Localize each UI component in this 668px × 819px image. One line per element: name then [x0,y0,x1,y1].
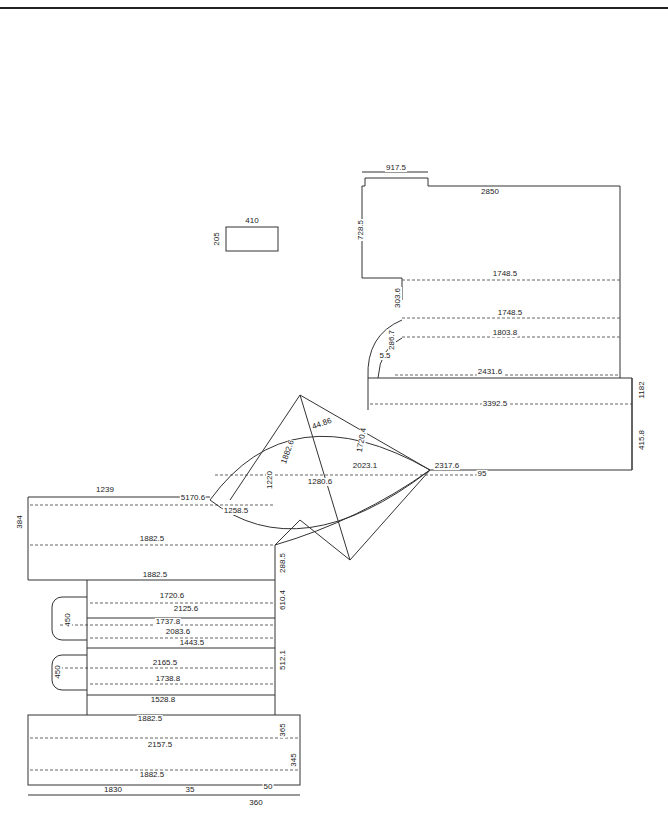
lens-arc [275,470,430,545]
dimension-label: 1830 [103,786,123,794]
dimension-label: 1737.8 [155,618,181,626]
dimension-label: 35 [185,786,196,794]
dimension-label: 288.5 [279,552,287,574]
dimension-label: 1720.4 [356,426,368,453]
dimension-label: 610.4 [279,589,287,611]
strip-outline [87,695,275,696]
dimension-label: 1258.5 [223,507,249,515]
dimension-label: 3392.5 [482,400,508,408]
rounded-tab [52,597,87,640]
dimension-label: 1239 [95,486,115,494]
dimension-label: 2317.6 [434,462,460,470]
dimension-label: 1720.6 [159,592,185,600]
dimension-label: 1528.8 [150,696,176,704]
dimension-label: 2850 [480,188,500,196]
middle-panel-outline [368,378,632,470]
dimension-label: 450 [54,664,62,679]
dimension-label: 512.1 [279,649,287,671]
dimension-label: 1882.5 [139,771,165,779]
curve-piece [368,320,402,378]
dimension-label: 2157.5 [147,741,173,749]
dimension-label: 1748.5 [492,270,518,278]
dimension-label: 1182 [638,380,646,399]
dimension-label: 345 [290,752,298,767]
dimension-label: 415.8 [638,429,646,451]
lens-arc [210,436,430,500]
top-panel-outline [362,178,620,378]
construction-lines [230,395,430,560]
dimension-label: 728.5 [357,219,365,241]
dimension-label: 5.5 [378,352,391,360]
dimension-label: 286.7 [388,329,396,351]
strip-outline [87,648,275,649]
dimension-label: 2023.1 [352,462,378,470]
small-panel [226,227,278,251]
dimension-label: 205 [213,231,221,246]
dimension-line [632,378,633,470]
dimension-label: 95 [477,470,488,478]
dimension-line [28,795,300,796]
dimension-label: 50 [263,783,274,791]
dimension-label: 1882.5 [139,535,165,543]
dimension-label: 2125.6 [173,605,199,613]
dimension-label: 303.6 [394,287,402,309]
lens-arc [210,470,430,529]
left-panel-outline [28,497,300,580]
dimension-label: 1738.8 [155,675,181,683]
dimension-label: 360 [248,799,263,807]
dimension-label: 2431.6 [477,368,503,376]
dimension-label: 1882.5 [137,715,163,723]
dimension-lines [30,280,632,770]
dimension-label: 5170.6 [180,494,206,502]
bottom-panel-outline [28,715,300,785]
strip-outline [87,580,275,715]
dimension-label: 1803.8 [492,329,518,337]
dimension-label: 365 [279,722,287,737]
dimension-label: 1220 [266,470,274,490]
dimension-label: 2083.6 [165,628,191,636]
border-rule [0,7,668,9]
dimension-label: 2165.5 [152,659,178,667]
dimension-label: 1748.5 [497,309,523,317]
rounded-tab [52,655,87,690]
dimension-label: 410 [244,217,259,225]
dimension-label: 1443.5 [179,639,205,647]
dimension-label: 1882.5 [142,571,168,579]
dimension-label: 1280.6 [307,478,333,486]
dimension-label: 450 [64,612,72,627]
dimension-label: 917.5 [385,164,407,172]
dimension-label: 44.86 [310,416,333,431]
dimension-label: 384 [16,514,24,529]
